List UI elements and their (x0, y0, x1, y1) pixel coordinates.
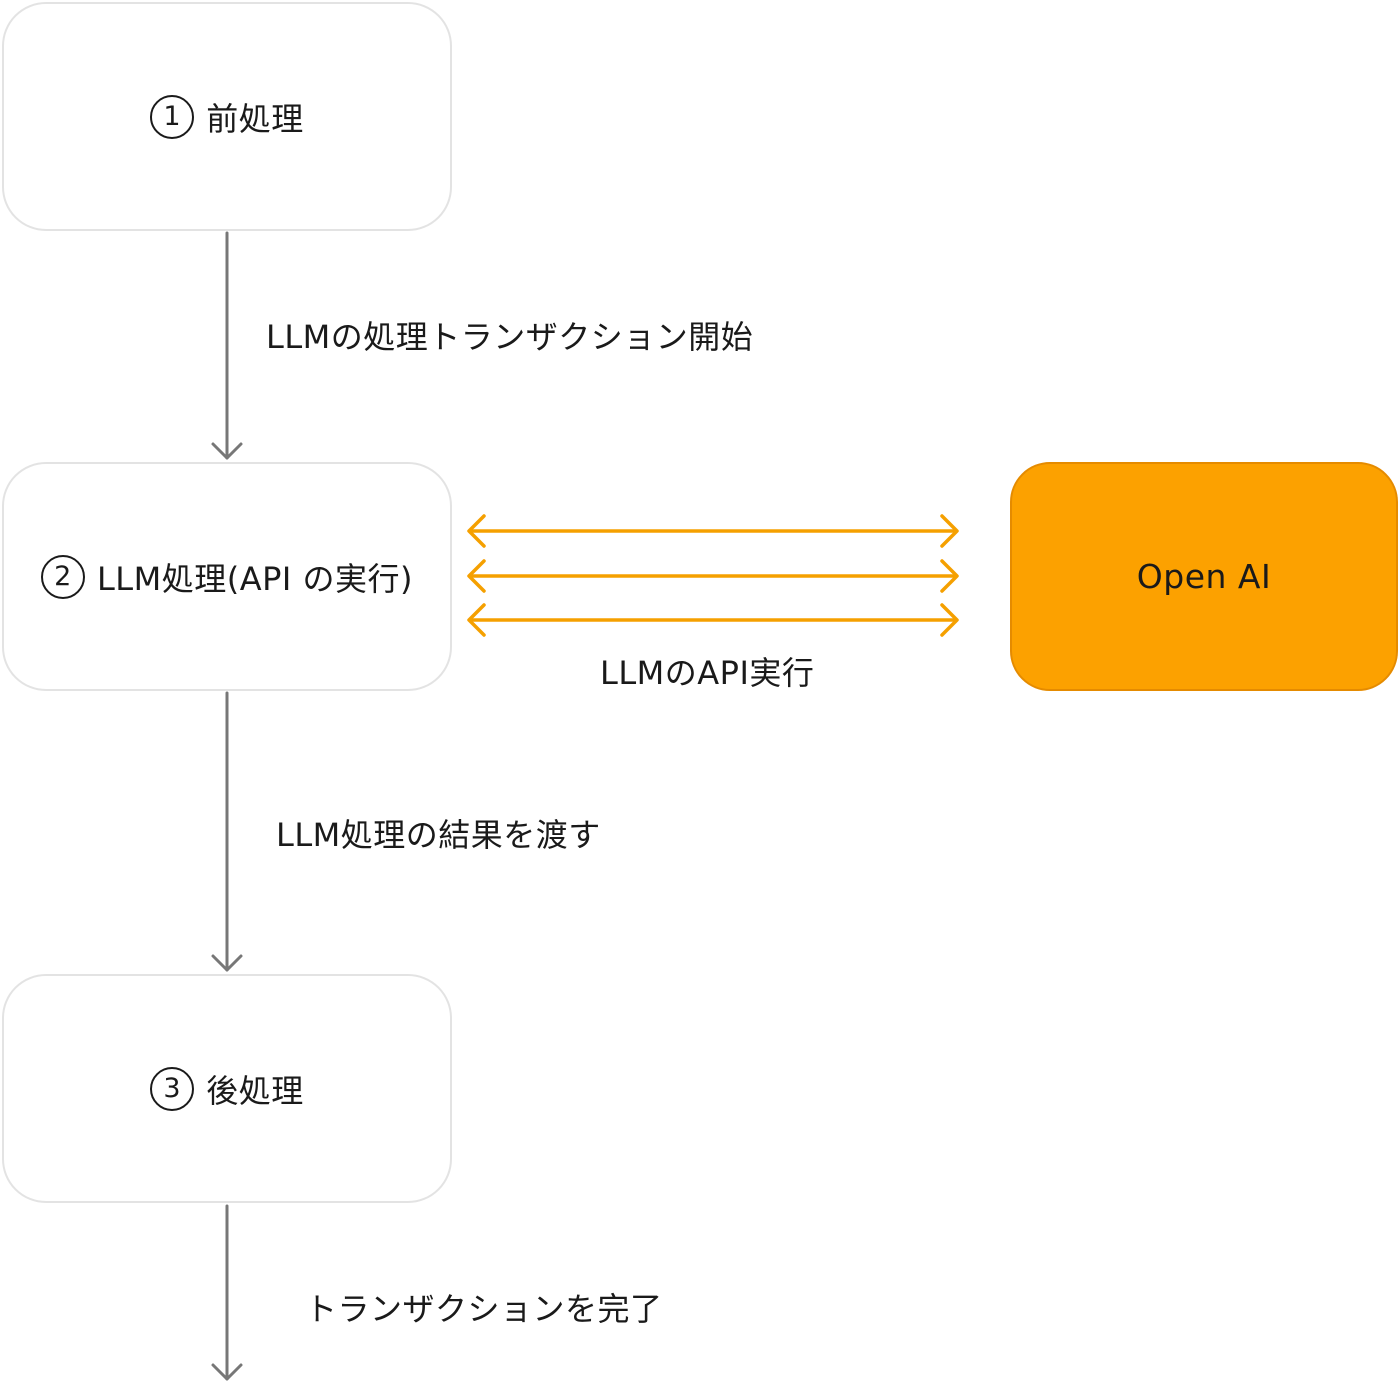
node-llm: 2 LLM処理(API の実行) (2, 462, 452, 691)
node-preprocess: 1 前処理 (2, 2, 452, 231)
node-llm-text: LLM処理(API の実行) (96, 559, 414, 598)
edge-label-api-call: LLMのAPI実行 (600, 654, 815, 692)
node-postprocess-text: 後処理 (206, 1071, 304, 1110)
node-postprocess: 3 後処理 (2, 974, 452, 1203)
node-preprocess-text: 前処理 (206, 99, 304, 138)
arrow-llm-to-postprocess (211, 691, 243, 972)
api-arrow-1 (467, 514, 959, 548)
node-llm-label: 2 LLM処理(API の実行) (40, 554, 414, 600)
step-number-1: 1 (150, 94, 195, 139)
node-preprocess-label: 1 前処理 (150, 94, 304, 140)
step-number-3: 3 (150, 1066, 195, 1111)
edge-label-complete-transaction: トランザクションを完了 (305, 1290, 663, 1328)
edge-label-start-transaction: LLMの処理トランザクション開始 (266, 318, 754, 356)
edge-label-pass-result: LLM処理の結果を渡す (276, 816, 601, 854)
node-openai: Open AI (1010, 462, 1398, 691)
step-number-2: 2 (40, 554, 85, 599)
arrow-postprocess-out (211, 1204, 243, 1381)
node-openai-text: Open AI (1136, 557, 1272, 596)
api-arrow-2 (467, 559, 959, 593)
arrow-preprocess-to-llm (211, 231, 243, 460)
node-postprocess-label: 3 後処理 (150, 1066, 304, 1112)
api-arrow-3 (467, 603, 959, 637)
